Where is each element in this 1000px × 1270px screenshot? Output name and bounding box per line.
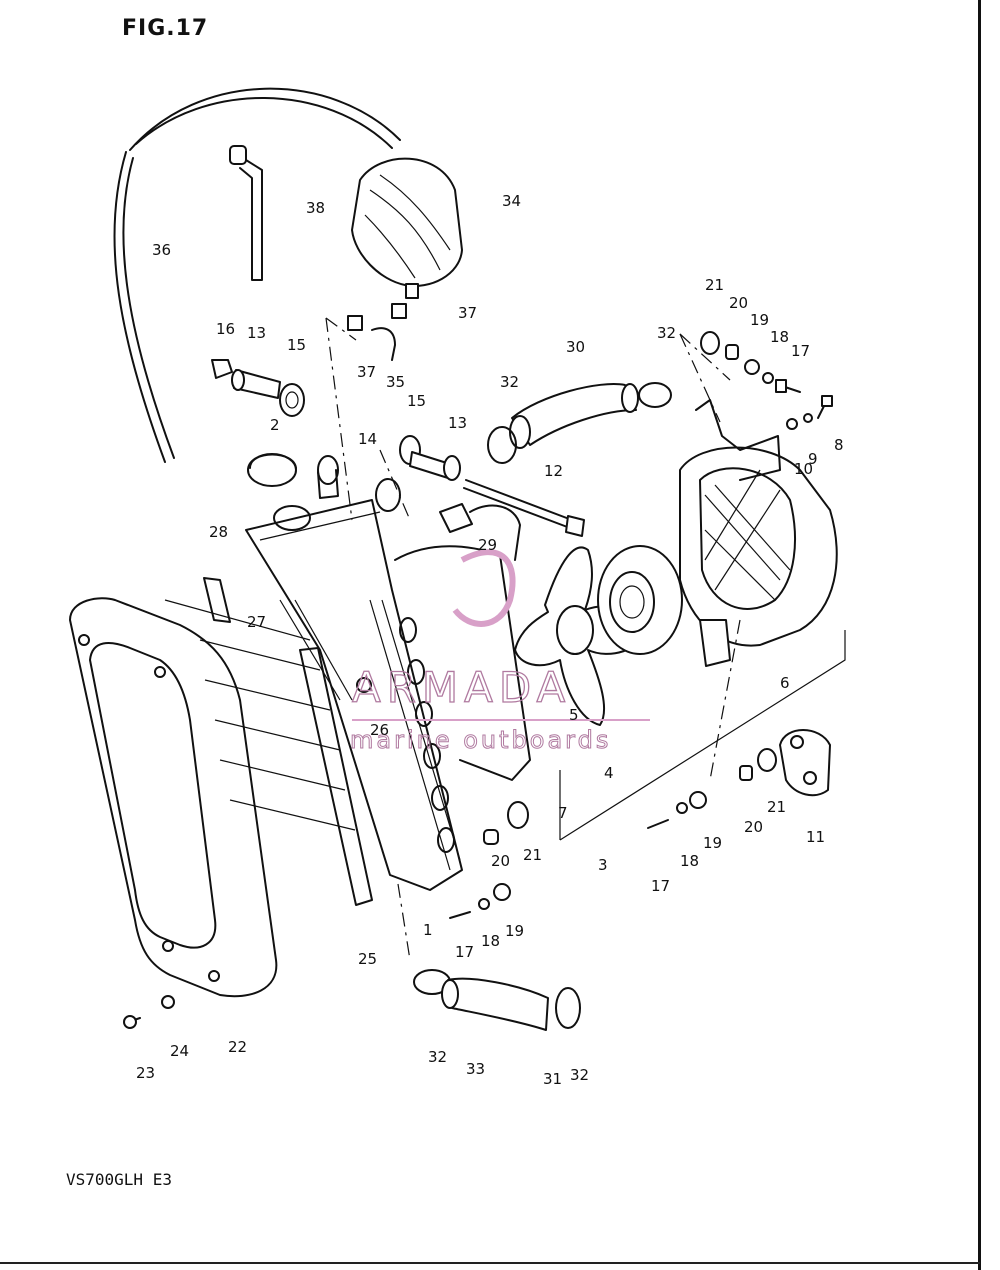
part-callout-29: 29 (478, 536, 497, 554)
middle-fittings (399, 435, 461, 481)
part-callout-21: 21 (705, 276, 724, 294)
fan-mount-frame (394, 545, 531, 781)
part-callout-14: 14 (358, 430, 377, 448)
upper-right-hardware (700, 331, 833, 430)
part-callout-19: 19 (505, 922, 524, 940)
reservoir-small-hose (347, 303, 407, 361)
part-callout-20: 20 (744, 818, 763, 836)
part-callout-27: 27 (247, 613, 266, 631)
watermark-tagline: marine outboards (350, 726, 611, 754)
part-callout-19: 19 (750, 311, 769, 329)
part-callout-17: 17 (791, 342, 810, 360)
watermark-brand: ARMADA (352, 663, 571, 712)
figure-title: FIG.17 (122, 16, 209, 41)
part-callout-38: 38 (306, 199, 325, 217)
part-callout-13: 13 (448, 414, 467, 432)
overflow-hose (113, 87, 401, 463)
part-callout-21: 21 (523, 846, 542, 864)
part-callout-15: 15 (287, 336, 306, 354)
part-callout-18: 18 (481, 932, 500, 950)
part-callout-23: 23 (136, 1064, 155, 1082)
part-callout-3: 3 (598, 856, 608, 874)
reservoir-tank (351, 157, 463, 299)
callout-labels: 1234567891011121313141515161717171818181… (136, 192, 844, 1088)
part-callout-18: 18 (770, 328, 789, 346)
part-callout-13: 13 (247, 324, 266, 342)
filler-neck (317, 455, 339, 499)
reservoir-bracket (229, 145, 263, 281)
part-callout-16: 16 (216, 320, 235, 338)
part-callout-15: 15 (407, 392, 426, 410)
part-callout-5: 5 (569, 706, 579, 724)
lower-hose (441, 977, 549, 1031)
part-callout-37: 37 (458, 304, 477, 322)
part-callout-35: 35 (386, 373, 405, 391)
assembly-lines (325, 317, 846, 961)
part-callout-33: 33 (466, 1060, 485, 1078)
part-callout-37: 37 (357, 363, 376, 381)
watermark: ARMADA marine outboards (350, 549, 650, 755)
part-callout-36: 36 (152, 241, 171, 259)
part-callout-18: 18 (680, 852, 699, 870)
lower-hardware (123, 748, 777, 1029)
long-bolt (463, 479, 585, 537)
mounting-screw (356, 677, 372, 693)
part-callout-21: 21 (767, 798, 786, 816)
fan-motor (597, 545, 683, 655)
part-callout-8: 8 (834, 436, 844, 454)
part-callout-28: 28 (209, 523, 228, 541)
part-callout-1: 1 (423, 921, 433, 939)
part-callout-25: 25 (358, 950, 377, 968)
part-callout-6: 6 (780, 674, 790, 692)
part-callout-4: 4 (604, 764, 614, 782)
part-callout-32: 32 (428, 1048, 447, 1066)
part-callout-19: 19 (703, 834, 722, 852)
part-callout-20: 20 (729, 294, 748, 312)
part-callout-24: 24 (170, 1042, 189, 1060)
fan-shroud (679, 399, 838, 667)
part-callout-17: 17 (651, 877, 670, 895)
part-callout-30: 30 (566, 338, 585, 356)
thermo-switch (439, 503, 521, 561)
model-code: VS700GLH E3 (66, 1170, 172, 1189)
part-callout-34: 34 (502, 192, 521, 210)
part-callout-17: 17 (455, 943, 474, 961)
part-callout-10: 10 (794, 460, 813, 478)
fan-bracket (779, 729, 831, 797)
part-callout-32: 32 (500, 373, 519, 391)
left-fittings (211, 359, 305, 417)
upper-hose (509, 383, 639, 449)
part-callout-2: 2 (270, 416, 280, 434)
part-callout-11: 11 (806, 828, 825, 846)
part-callout-22: 22 (228, 1038, 247, 1056)
radiator-shroud-frame (69, 597, 278, 998)
cooling-fan (514, 546, 649, 726)
page-edge (978, 0, 981, 1270)
radiator-core (245, 478, 463, 891)
page-bottom-edge (0, 1262, 980, 1264)
part-callout-26: 26 (370, 721, 389, 739)
part-callout-31: 31 (543, 1070, 562, 1088)
part-callout-32: 32 (657, 324, 676, 342)
radiator-louvers (164, 577, 373, 906)
part-callout-12: 12 (544, 462, 563, 480)
radiator-cap (247, 453, 297, 487)
part-callout-9: 9 (808, 450, 818, 468)
part-callout-20: 20 (491, 852, 510, 870)
part-callout-7: 7 (558, 804, 568, 822)
part-callout-32: 32 (570, 1066, 589, 1084)
